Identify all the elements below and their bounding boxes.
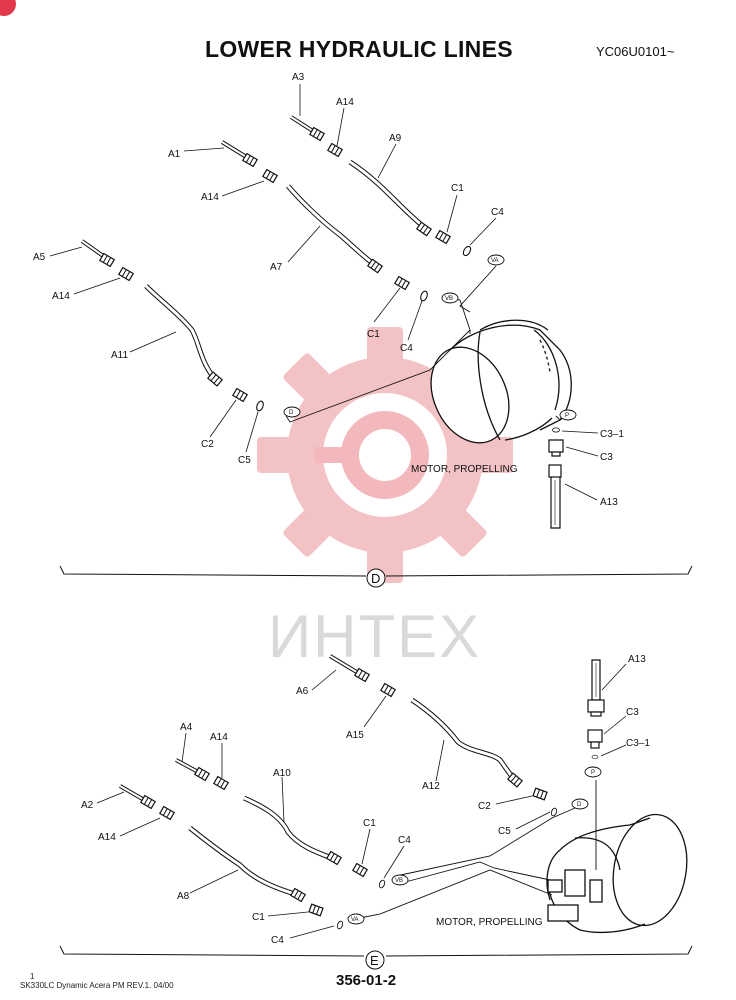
callout-c3-1: C3–1	[600, 429, 624, 440]
callout-a3: A3	[292, 72, 305, 83]
port-vb-e: VB	[395, 878, 403, 884]
port-p-e: P	[591, 770, 595, 776]
section-d-labels: A3 A14 A9 A1 C1 A14 C4 A5 A7 A14 C1 C4 A…	[33, 72, 624, 508]
callout-c2: C2	[201, 439, 214, 450]
callout-a4: A4	[180, 722, 193, 733]
callout-a14-top: A14	[336, 97, 354, 108]
callout-c2-e: C2	[478, 801, 491, 812]
footer-page-index: 1	[30, 972, 35, 981]
motor-label-e: MOTOR, PROPELLING	[436, 917, 543, 928]
section-d-bracket	[59, 565, 693, 588]
callout-a8: A8	[177, 891, 190, 902]
callout-a15: A15	[346, 730, 364, 741]
callout-c3: C3	[600, 452, 613, 463]
callout-a7: A7	[270, 262, 283, 273]
callout-c4-top: C4	[491, 207, 504, 218]
port-vb-d: VB	[445, 296, 453, 302]
callout-a1: A1	[168, 149, 181, 160]
callout-c1-e1: C1	[363, 818, 376, 829]
corner-badge	[0, 0, 16, 16]
watermark-text: ИНТЕХ	[268, 603, 482, 670]
callout-a14-mid: A14	[201, 192, 219, 203]
footer-page-number: 356-01-2	[336, 972, 397, 989]
section-e-labels: A13 A6 C3 A4 A15 A14 C3–1 A10 A12 A2 C2 …	[81, 654, 650, 946]
motor-propelling-d	[430, 319, 572, 444]
callout-c3-1-e: C3–1	[626, 738, 650, 749]
motor-label-d: MOTOR, PROPELLING	[411, 464, 518, 475]
page-title: LOWER HYDRAULIC LINES	[205, 36, 513, 62]
section-e-marker: E	[370, 953, 379, 968]
callout-c4-mid: C4	[400, 343, 413, 354]
section-e-bracket	[59, 945, 693, 970]
footer-note: 1 SK330LC Dynamic Acera PM REV.1. 04/00	[20, 972, 174, 990]
footer-manual-note: SK330LC Dynamic Acera PM REV.1. 04/00	[20, 981, 174, 990]
callout-a11: A11	[111, 350, 128, 361]
callout-c5-e: C5	[498, 826, 511, 837]
callout-a14-e1: A14	[210, 732, 228, 743]
callout-a14-low: A14	[52, 291, 70, 302]
callout-c1-top: C1	[451, 183, 464, 194]
callout-c5: C5	[238, 455, 251, 466]
callout-c4-e2: C4	[271, 935, 284, 946]
callout-a9: A9	[389, 133, 402, 144]
callout-c1-mid: C1	[367, 329, 380, 340]
motor-propelling-e	[546, 813, 688, 934]
port-va-e: VA	[351, 917, 359, 923]
callout-a12: A12	[422, 781, 440, 792]
callout-a14-e2: A14	[98, 832, 116, 843]
section-e-drawing	[96, 654, 688, 939]
callout-c4-e1: C4	[398, 835, 411, 846]
callout-a10: A10	[273, 768, 291, 779]
port-d-e: D	[577, 802, 582, 808]
serial-code: YC06U0101~	[596, 44, 675, 59]
port-va-d: VA	[491, 258, 499, 264]
port-p-d: P	[565, 413, 569, 419]
callout-a13-e: A13	[628, 654, 646, 665]
section-d-drawing	[49, 84, 599, 529]
section-d-marker: D	[371, 571, 380, 586]
callout-a5: A5	[33, 252, 46, 263]
callout-a6: A6	[296, 686, 309, 697]
callout-a13: A13	[600, 497, 618, 508]
callout-c1-e2: C1	[252, 912, 265, 923]
callout-a2: A2	[81, 800, 94, 811]
port-d-d: D	[289, 410, 294, 416]
callout-c3-e: C3	[626, 707, 639, 718]
